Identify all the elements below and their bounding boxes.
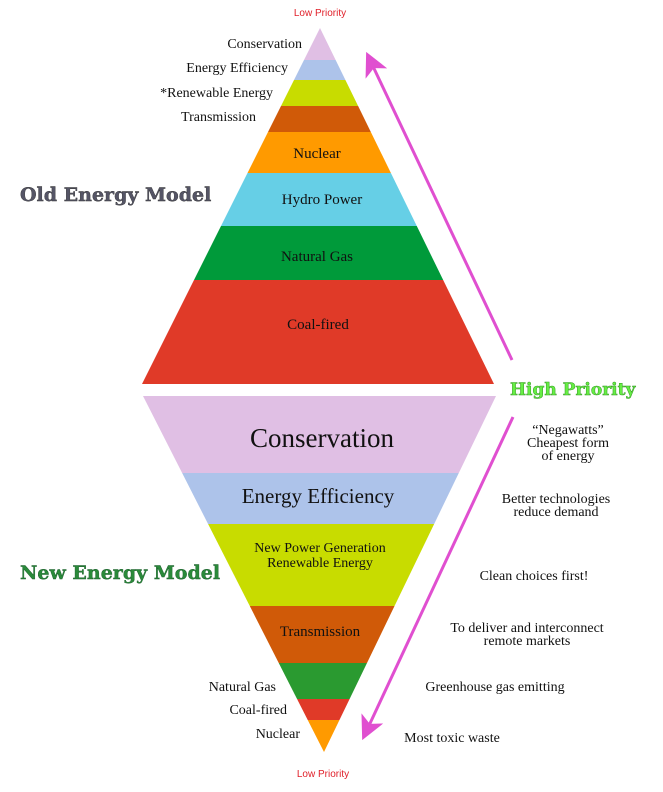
old-band-label-gas: Natural Gas: [281, 249, 353, 265]
old-band-label-hydro: Hydro Power: [282, 192, 362, 208]
note-greenhouse: Greenhouse gas emitting: [425, 680, 564, 695]
old-label-renewable: *Renewable Energy: [160, 86, 273, 101]
old-band-coal: [142, 280, 494, 384]
new-band-label-transmission: Transmission: [280, 624, 361, 640]
note-toxic-waste: Most toxic waste: [404, 731, 500, 746]
note-reduce-demand: reduce demand: [513, 505, 598, 520]
new-band-coal: [143, 699, 496, 720]
new-label-coal: Coal-fired: [229, 703, 287, 718]
old-band-efficiency: [142, 60, 494, 80]
new-band-conservation: [143, 396, 496, 473]
old-label-efficiency: Energy Efficiency: [186, 61, 288, 76]
note-of-energy: of energy: [542, 449, 595, 464]
up-arrow-icon: [365, 51, 514, 361]
old-band-transmission: [142, 106, 494, 132]
note-cheapest: Cheapest form: [527, 436, 609, 451]
new-model-title: New Energy Model: [20, 562, 220, 584]
new-band-label-generation: New Power Generation: [254, 541, 385, 556]
new-model-notes: “Negawatts” Cheapest form of energy Bett…: [404, 423, 610, 746]
new-band-label-conservation: Conservation: [250, 423, 394, 453]
note-better-tech: Better technologies: [502, 492, 610, 507]
old-band-label-coal: Coal-fired: [287, 317, 349, 333]
note-deliver: To deliver and interconnect: [450, 621, 603, 636]
high-priority-label: High Priority: [510, 380, 636, 400]
new-band-label-efficiency: Energy Efficiency: [242, 484, 395, 508]
new-label-gas: Natural Gas: [209, 680, 276, 695]
note-clean-choices: Clean choices first!: [480, 569, 589, 584]
down-arrow-icon: [361, 416, 515, 741]
old-label-transmission: Transmission: [181, 110, 256, 125]
new-band-nuclear: [143, 720, 496, 752]
new-label-nuclear: Nuclear: [256, 727, 301, 742]
bottom-low-priority-label: Low Priority: [297, 769, 349, 780]
note-remote-markets: remote markets: [484, 634, 571, 649]
old-model-title: Old Energy Model: [20, 184, 211, 206]
old-band-renewable: [142, 80, 494, 106]
top-low-priority-label: Low Priority: [294, 8, 346, 19]
note-negawatts: “Negawatts”: [532, 423, 604, 438]
old-label-conservation: Conservation: [227, 37, 302, 52]
old-band-label-nuclear: Nuclear: [293, 146, 340, 162]
new-band-label-renewable: Renewable Energy: [267, 556, 373, 571]
